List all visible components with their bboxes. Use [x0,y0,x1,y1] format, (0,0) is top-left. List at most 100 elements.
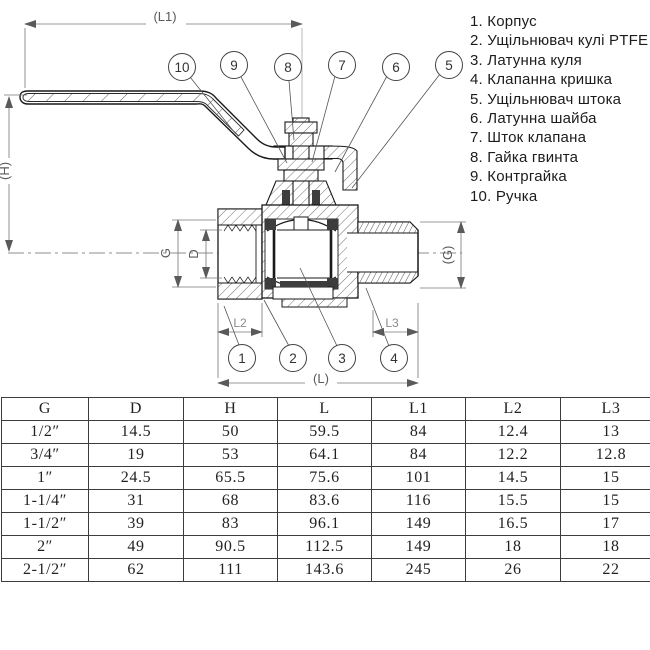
table-cell: 83 [183,512,278,536]
table-row: 3/4″ 19 53 64.1 84 12.2 12.8 [1,443,650,467]
table-header-cell: G [1,397,89,421]
table-header-cell: H [183,397,278,421]
table-header-cell: L2 [465,397,561,421]
table-cell: 101 [371,466,466,490]
body-center [261,204,359,308]
ptfe-seal-tl [265,219,276,230]
dim-label: G [158,248,173,258]
table-cell: 143.6 [277,558,372,582]
dim-L2: L2 [217,303,263,378]
table-cell: 149 [371,512,466,536]
table-cell: 13 [560,420,650,444]
table-cell: 19 [88,443,184,467]
table-header-cell: L1 [371,397,466,421]
svg-text:10: 10 [174,60,189,75]
parts-list-item: 5. Ущільнювач штока [470,90,622,108]
stem-slot [293,216,309,231]
parts-list-item: 10. Ручка [470,187,538,205]
ptfe-seal-br [327,278,338,289]
callout-9: 9 [220,51,248,79]
table-cell: 149 [371,535,466,559]
callout-6: 6 [382,53,410,81]
valve-body [217,204,419,308]
stem-washer-bracket [323,145,358,191]
svg-text:7: 7 [338,58,346,73]
table-header-cell: D [88,397,184,421]
table-cell: 22 [560,558,650,582]
table-cell: 1-1/4″ [1,489,89,513]
table-cell: 62 [88,558,184,582]
callout-balloons: 10 9 8 7 6 5 1 2 [168,51,463,372]
table-cell: 1/2″ [1,420,89,444]
callout-2: 2 [279,344,307,372]
dim-label: L3 [385,316,399,330]
table-cell: 12.8 [560,443,650,467]
table-cell: 16.5 [465,512,561,536]
svg-text:1: 1 [238,351,246,366]
svg-text:3: 3 [338,351,346,366]
table-cell: 31 [88,489,184,513]
gland-body [283,169,319,182]
table-cell: 26 [465,558,561,582]
dim-H: (H) [0,94,27,252]
table-cell: 18 [465,535,561,559]
callout-7: 7 [328,51,356,79]
table-cell: 14.5 [465,466,561,490]
table-cell: 84 [371,443,466,467]
table-cell: 2″ [1,535,89,559]
table-row: 2-1/2″ 62 111 143.6 245 26 22 [1,558,650,582]
table-cell: 68 [183,489,278,513]
table-cell: 112.5 [277,535,372,559]
svg-text:8: 8 [284,60,292,75]
table-cell: 2-1/2″ [1,558,89,582]
dim-label: (G) [440,246,455,265]
dim-G-left: G [158,219,216,288]
svg-text:5: 5 [445,58,453,73]
callout-3: 3 [328,344,356,372]
table-row: 2″ 49 90.5 112.5 149 18 18 [1,535,650,559]
callout-1: 1 [228,344,256,372]
callout-4: 4 [380,344,408,372]
dim-label: L2 [233,316,247,330]
table-cell: 1″ [1,466,89,490]
table-cell: 39 [88,512,184,536]
table-cell: 75.6 [277,466,372,490]
table-cell: 1-1/2″ [1,512,89,536]
table-cell: 64.1 [277,443,372,467]
table-cell: 59.5 [277,420,372,444]
callout-leaders [189,73,441,347]
right-bore [347,233,417,272]
table-cell: 18 [560,535,650,559]
table-cell: 83.6 [277,489,372,513]
parts-list-item: 7. Шток клапана [470,129,587,147]
table-header-cell: L3 [560,397,650,421]
bottom-seat-retainer [272,286,334,300]
parts-list-item: 1. Корпус [470,13,537,30]
table-cell: 14.5 [88,420,184,444]
table-cell: 116 [371,489,466,513]
parts-list-item: 9. Контргайка [470,168,567,186]
table-cell: 15.5 [465,489,561,513]
stem-seal-right [312,190,320,207]
gland-flange [277,158,325,171]
table-cell: 12.4 [465,420,561,444]
dim-D: D [186,229,222,279]
table-row: 1-1/2″ 39 83 96.1 149 16.5 17 [1,512,650,536]
ptfe-seal-bl [265,278,276,289]
dim-L3: L3 [372,303,419,378]
callout-10: 10 [168,53,196,81]
ptfe-seal-tr [327,219,338,230]
parts-list: 1. Корпус 2. Ущільнювач кулі PTFE 3. Лат… [470,12,650,206]
table-row: 1/2″ 14.5 50 59.5 84 12.4 13 [1,420,650,444]
table-cell: 245 [371,558,466,582]
bottom-seat-band [280,281,327,287]
table-cell: 111 [183,558,278,582]
stem-seal-left [282,190,290,207]
svg-text:9: 9 [230,58,238,73]
table-cell: 50 [183,420,278,444]
parts-list-item: 6. Латунна шайба [470,110,597,128]
valve-section-drawing: (L1) (H) G D (G) [0,9,466,387]
table-header-cell: L [277,397,372,421]
table-cell: 15 [560,466,650,490]
svg-text:2: 2 [289,351,297,366]
